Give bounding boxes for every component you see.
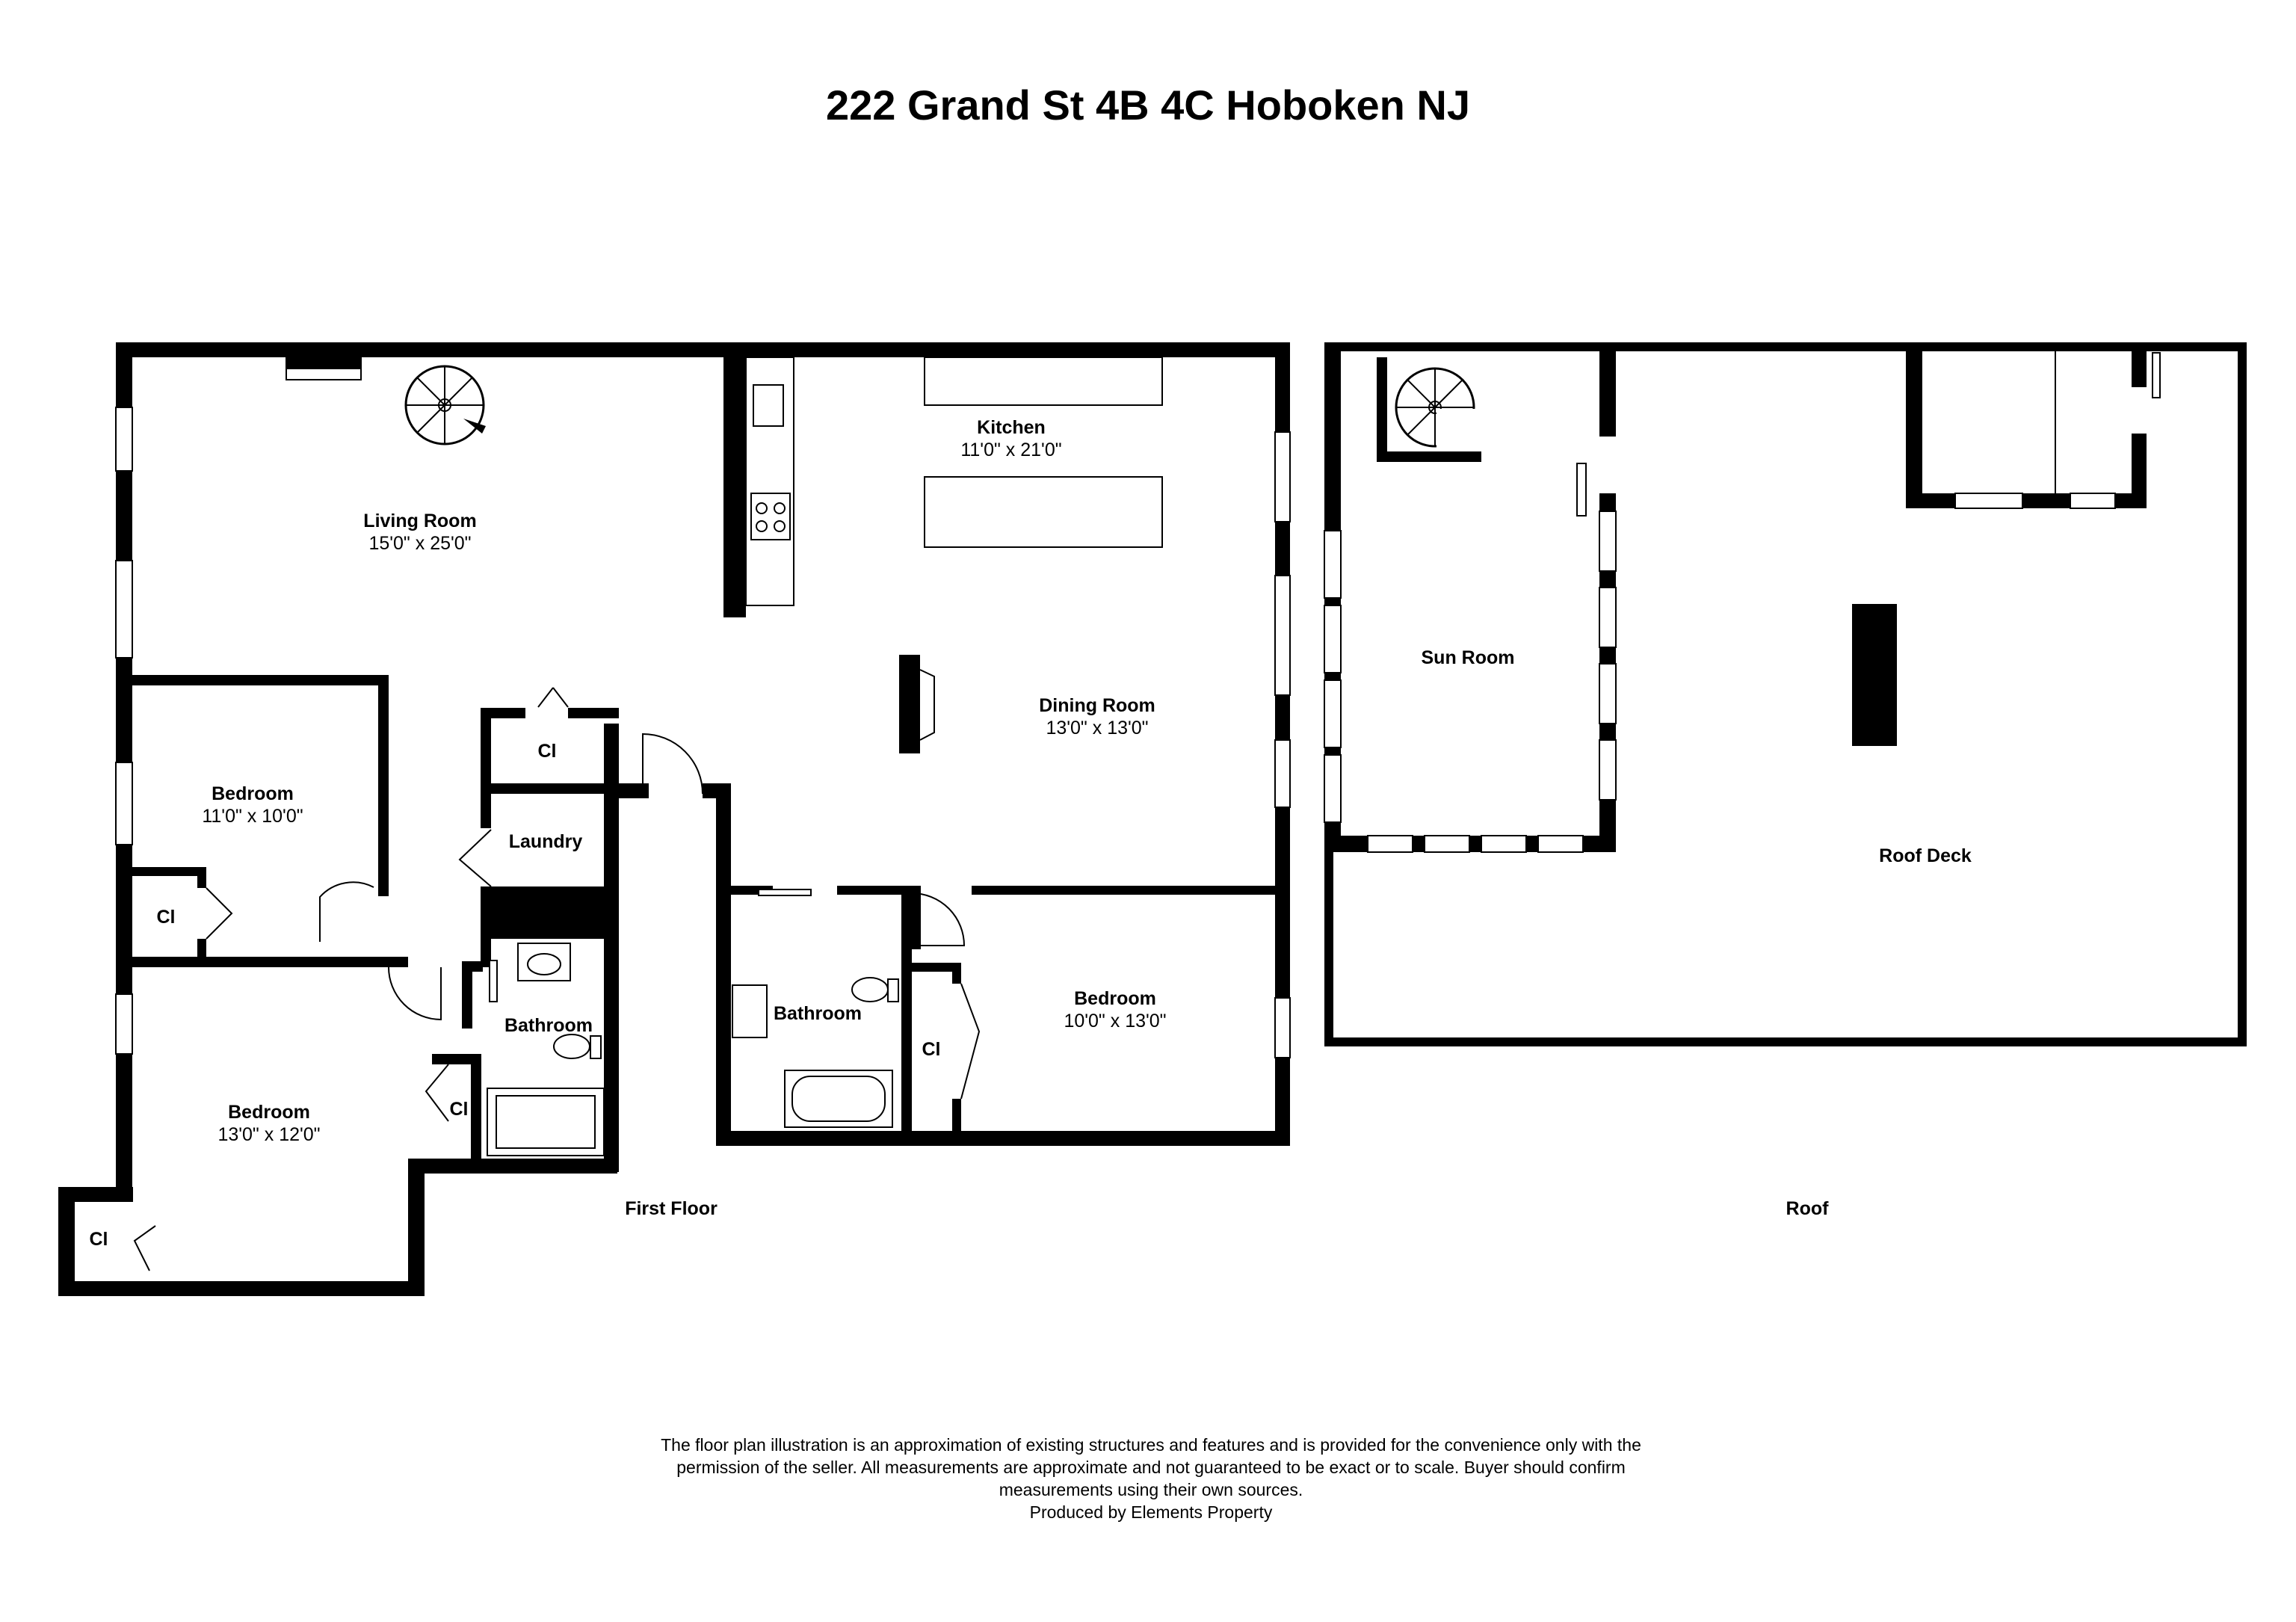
door-swings	[133, 687, 981, 1271]
wall-hall-right	[604, 724, 619, 1172]
room-dims-dining: 13'0" x 13'0"	[1046, 718, 1148, 738]
room-label-roofdeck: Roof Deck	[1879, 845, 1972, 866]
wall-bottom-right	[716, 1131, 1290, 1146]
plan-title: 222 Grand St 4B 4C Hoboken NJ	[826, 81, 1470, 129]
bath1-toilet-icon	[553, 1034, 590, 1059]
disclaimer-line: measurements using their own sources.	[999, 1480, 1303, 1499]
wall-closet2-top2	[568, 708, 619, 718]
bath2-toilet-icon	[851, 977, 889, 1002]
wall-laundry-left	[481, 783, 491, 828]
wall-closet3-top	[432, 1054, 481, 1064]
wall-bed3-door	[910, 886, 921, 949]
sunroom-windows	[1324, 511, 1617, 853]
wall-bedroom1-right	[378, 675, 389, 896]
room-label-laundry: Laundry	[509, 831, 583, 852]
wall-closet-left	[58, 1187, 75, 1296]
closet-label: Cl	[538, 741, 557, 762]
wall-closet4-right	[952, 963, 961, 984]
sunroom-wall-right-top	[1599, 342, 1616, 437]
room-dims-kitchen: 11'0" x 21'0"	[960, 440, 1061, 460]
roof-structure-right	[2132, 434, 2147, 508]
wall-bed3-top	[972, 886, 1286, 895]
room-label-bathroom1: Bathroom	[504, 1015, 593, 1036]
roof-structure-right-top	[2132, 342, 2147, 387]
wall-closet4-top	[901, 963, 961, 972]
floor-label-first: First Floor	[625, 1198, 718, 1219]
wall-closet-top	[58, 1187, 133, 1202]
first-floor-plan: Living Room 15'0" x 25'0" Kitchen 11'0" …	[58, 342, 1291, 1296]
fireplace-hearth	[919, 669, 935, 741]
room-label-bedroom3: Bedroom	[1074, 988, 1156, 1009]
closet-label: Cl	[90, 1229, 108, 1250]
kitchen-sink-icon	[753, 384, 784, 427]
room-dims-living: 15'0" x 25'0"	[368, 533, 471, 554]
room-dims-bedroom2: 13'0" x 12'0"	[217, 1124, 320, 1145]
wall-bath1-left	[462, 961, 472, 1029]
closet-label: Cl	[157, 907, 176, 928]
wall-bedroom1-top	[132, 675, 386, 685]
wall-top	[116, 342, 1290, 357]
roof-plan: Sun Room Roof Deck Roof	[1324, 342, 2247, 1219]
wall-closet4-right2	[952, 1099, 961, 1136]
roof-chimney	[1852, 604, 1897, 746]
kitchen-cabinet	[924, 357, 1163, 406]
kitchen-island	[924, 476, 1163, 548]
wall-bath2-right	[901, 886, 912, 1140]
roof-wall-right	[2238, 342, 2247, 1046]
wall-closet1-right2	[197, 939, 206, 961]
wall-bedroom1-bottom	[132, 957, 408, 967]
room-label-sunroom: Sun Room	[1422, 647, 1515, 668]
fireplace-block	[899, 655, 920, 753]
floor-label-roof: Roof	[1786, 1198, 1830, 1219]
closet-label: Cl	[450, 1099, 469, 1120]
roof-wall-top	[1324, 342, 2247, 351]
wall-hall-door2	[703, 783, 731, 798]
spiral-stair-icon	[404, 365, 486, 445]
windows-first-floor	[115, 407, 1291, 1058]
fireplace-living-block	[286, 357, 361, 369]
producer-credit: Produced by Elements Property	[1029, 1502, 1273, 1522]
room-label-kitchen: Kitchen	[977, 417, 1046, 438]
bath2-door-icon	[758, 889, 812, 896]
bath1-door-icon	[489, 960, 498, 1002]
roof-stair-icon	[1377, 357, 1481, 462]
wall-closet2-top	[481, 708, 525, 718]
room-label-bedroom2: Bedroom	[228, 1102, 310, 1123]
sunroom-door-icon	[1576, 463, 1587, 516]
roof-wall-bottom	[1324, 1037, 2247, 1046]
wall-closet3-right	[471, 1054, 481, 1174]
wall-closet1-top	[132, 867, 205, 876]
roof-door-icon	[2152, 352, 2161, 398]
wall-laundry-bottom	[481, 886, 619, 939]
room-label-dining: Dining Room	[1039, 695, 1155, 716]
wall-closet1-right	[197, 867, 206, 888]
bath2-sink-icon	[732, 984, 768, 1038]
room-label-living: Living Room	[363, 511, 476, 531]
stove-icon	[750, 493, 791, 540]
wall-bath2-top2	[837, 886, 919, 895]
disclaimer-line: permission of the seller. All measuremen…	[676, 1458, 1626, 1477]
room-dims-bedroom1: 11'0" x 10'0"	[202, 806, 303, 827]
wall-closet2-bottom	[481, 783, 619, 794]
wall-kitchen-left	[723, 356, 746, 617]
wall-bottom-left	[58, 1281, 425, 1296]
wall-bump-top	[408, 1159, 617, 1174]
room-label-bathroom2: Bathroom	[774, 1003, 862, 1024]
disclaimer-line: The floor plan illustration is an approx…	[661, 1435, 1641, 1455]
room-label-bedroom1: Bedroom	[212, 783, 294, 804]
wall-bump-right	[408, 1159, 425, 1296]
closet-label: Cl	[922, 1039, 941, 1060]
room-dims-bedroom3: 10'0" x 13'0"	[1064, 1011, 1166, 1032]
wall-bath-left	[716, 792, 731, 1146]
disclaimer: The floor plan illustration is an approx…	[568, 1434, 1734, 1523]
roof-structure-left	[1906, 342, 1922, 508]
wall-closet2-left	[481, 708, 491, 790]
